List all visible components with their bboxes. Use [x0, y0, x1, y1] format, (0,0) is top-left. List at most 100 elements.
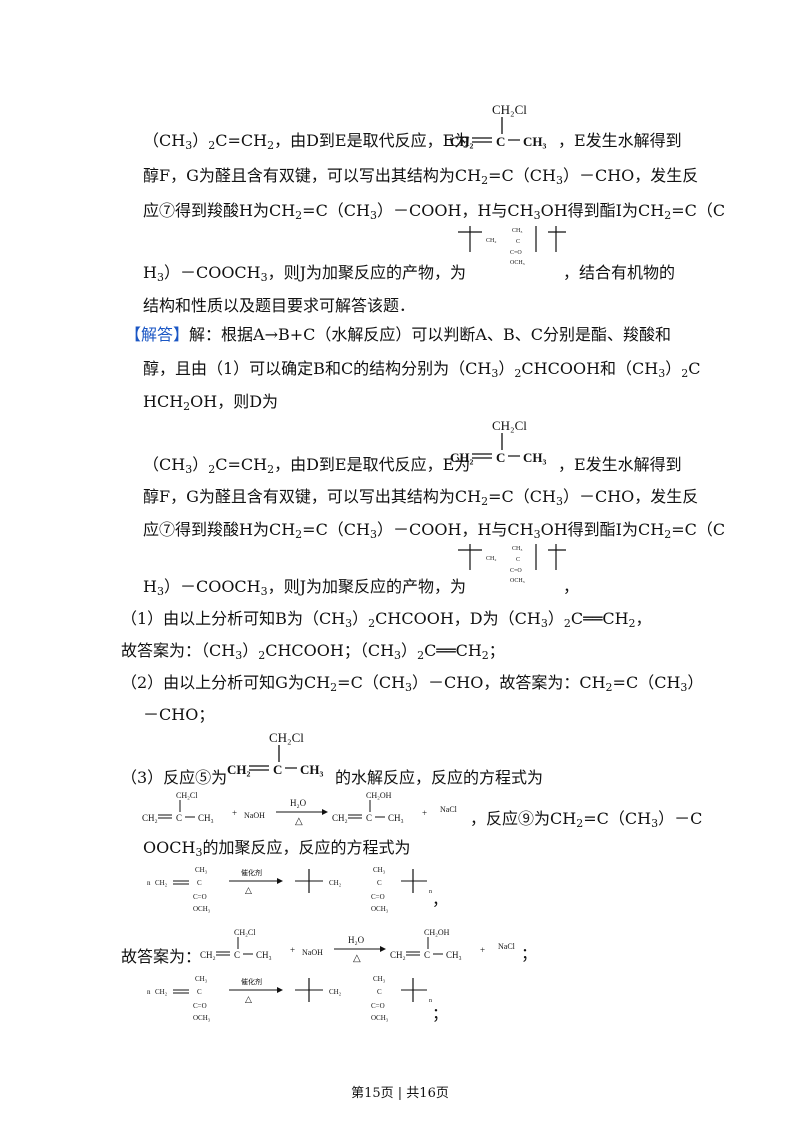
svg-text:CH₂: CH₂ [227, 762, 251, 777]
hydrolysis-equation-image: CH₂Cl CH₂ C CH₃ + NaOH H₂O △ CH₂OH CH₂ C… [200, 928, 516, 964]
polymerization-equation-image: n CH₂ CH₃ C C=O OCH₃ 催化剂 △ CH₂ CH₃ C C=O… [147, 866, 432, 913]
svg-text:CH₂: CH₂ [329, 988, 342, 996]
text-content: （1）由以上分析可知B为（CH3）2CHCOOH，D为（CH3）2C══CH2， [121, 609, 652, 630]
svg-text:CH₂OH: CH₂OH [424, 928, 450, 937]
text-line: 醇，且由（1）可以确定B和C的结构分别为（CH3）2CHCOOH和（CH3）2C [143, 359, 701, 379]
svg-text:△: △ [353, 953, 361, 964]
svg-text:CH₃: CH₃ [198, 813, 214, 823]
svg-text:+: + [480, 945, 485, 955]
svg-text:CH₃: CH₃ [256, 950, 272, 960]
svg-text:OCH₃: OCH₃ [371, 1014, 389, 1022]
svg-text:CH₃: CH₃ [523, 134, 547, 149]
svg-text:△: △ [245, 885, 252, 895]
text-line: 的水解反应，反应的方程式为 [335, 768, 543, 788]
svg-text:CH₂: CH₂ [142, 813, 158, 823]
svg-text:CH₃: CH₃ [373, 975, 386, 983]
text-content: 应⑦得到羧酸H为CH2=C（CH3）－COOH，H与CH3OH得到酯I为CH2=… [143, 201, 726, 222]
svg-text:CH₂: CH₂ [155, 988, 168, 996]
svg-text:△: △ [295, 816, 303, 827]
text-content: ，结合有机物的 [563, 263, 676, 282]
svg-text:CH₂: CH₂ [332, 813, 348, 823]
svg-text:C: C [424, 950, 430, 960]
text-content: 故答案为：（CH3）2CHCOOH；（CH3）2C══CH2； [121, 641, 505, 662]
text-content: H3）－COOCH3，则J为加聚反应的产物，为 [143, 263, 467, 284]
text-content: 醇F，G为醛且含有双键，可以写出其结构为CH2=C（CH3）－CHO，发生反 [143, 487, 699, 508]
text-content: 醇，且由（1）可以确定B和C的结构分别为（CH3）2CHCOOH和（CH3）2C [143, 359, 701, 380]
text-line: （3）反应⑤为 [121, 768, 227, 788]
answer-tag: 【解答】 [125, 325, 190, 344]
structure-e-image: CH₂Cl CH₂ C CH₃ [450, 102, 547, 149]
text-line: （2）由以上分析可知G为CH2=C（CH3）－CHO，故答案为：CH2=C（CH… [121, 673, 703, 693]
svg-text:CH₃: CH₃ [523, 450, 547, 465]
text-content: 应⑦得到羧酸H为CH2=C（CH3）－COOH，H与CH3OH得到酯I为CH2=… [143, 520, 726, 541]
text-line: OOCH3的加聚反应，反应的方程式为 [143, 838, 410, 858]
text-line: ，E发生水解得到 [558, 131, 682, 151]
svg-text:C: C [496, 450, 505, 465]
svg-text:C: C [176, 813, 182, 823]
polymer-j-image: CH₂ CH₃ C C=O OCH₃ [458, 544, 566, 584]
svg-text:OCH₃: OCH₃ [510, 578, 525, 584]
svg-text:C=O: C=O [193, 893, 207, 901]
svg-text:C=O: C=O [510, 250, 522, 256]
text-line: 应⑦得到羧酸H为CH2=C（CH3）－COOH，H与CH3OH得到酯I为CH2=… [143, 520, 725, 540]
svg-text:C: C [273, 762, 282, 777]
svg-text:CH₃: CH₃ [300, 762, 324, 777]
svg-text:CH₃: CH₃ [373, 866, 386, 874]
text-line: H3）－COOCH3，则J为加聚反应的产物，为 [143, 577, 466, 597]
svg-text:C: C [377, 879, 382, 887]
svg-text:C=O: C=O [510, 568, 522, 574]
text-line: ， [563, 577, 579, 597]
text-content: ， [432, 890, 449, 909]
svg-text:CH₃: CH₃ [195, 866, 208, 874]
hydrolysis-equation-image: CH₂Cl CH₂ C CH₃ + NaOH H₂O △ CH₂OH CH₂ C… [142, 791, 458, 827]
page-footer: 第15页 | 共16页 [351, 1086, 449, 1101]
svg-text:H₂O: H₂O [348, 935, 365, 945]
svg-text:CH₂OH: CH₂OH [366, 791, 392, 800]
svg-text:CH₃: CH₃ [195, 975, 208, 983]
svg-text:+: + [232, 808, 237, 818]
text-line: ，结合有机物的 [563, 263, 675, 283]
svg-text:NaCl: NaCl [440, 805, 458, 814]
text-content: （CH3）2C=CH2，由D到E是取代反应，E为 [143, 131, 471, 152]
text-content: 解：根据A→B+C（水解反应）可以判断A、B、C分别是酯、羧酸和 [189, 325, 671, 344]
svg-text:CH₃: CH₃ [512, 546, 522, 552]
svg-text:CH₂: CH₂ [450, 134, 474, 149]
svg-text:+: + [422, 808, 427, 818]
text-content: （2）由以上分析可知G为CH2=C（CH3）－CHO，故答案为：CH2=C（CH… [121, 673, 704, 694]
svg-text:C: C [496, 134, 505, 149]
text-line: ； [521, 944, 537, 964]
text-line: 醇F，G为醛且含有双键，可以写出其结构为CH2=C（CH3）－CHO，发生反 [143, 487, 698, 507]
polymer-j-image: CH₂ CH₃ C C=O OCH₃ [458, 226, 566, 266]
svg-text:C=O: C=O [371, 893, 385, 901]
text-content: 结构和性质以及题目要求可解答该题． [143, 296, 416, 315]
text-line: ，E发生水解得到 [558, 455, 682, 475]
text-line: （CH3）2C=CH2，由D到E是取代反应，E为 [143, 131, 470, 151]
text-line: 应⑦得到羧酸H为CH2=C（CH3）－COOH，H与CH3OH得到酯I为CH2=… [143, 201, 725, 221]
text-content: （CH3）2C=CH2，由D到E是取代反应，E为 [143, 455, 471, 476]
text-content: 故答案为： [121, 947, 202, 966]
polymerization-equation-image: n CH₂ CH₃ C C=O OCH₃ 催化剂 △ CH₂ CH₃ C C=O… [147, 975, 432, 1022]
text-line: H3）－COOCH3，则J为加聚反应的产物，为 [143, 263, 466, 283]
svg-text:CH₂Cl: CH₂Cl [269, 730, 304, 745]
svg-text:CH₃: CH₃ [446, 950, 462, 960]
svg-text:C=O: C=O [371, 1002, 385, 1010]
svg-text:NaOH: NaOH [244, 811, 265, 820]
svg-text:催化剂: 催化剂 [241, 977, 262, 986]
svg-text:n: n [147, 988, 151, 996]
svg-text:n: n [429, 889, 432, 895]
svg-text:C: C [197, 988, 202, 996]
svg-text:NaOH: NaOH [302, 948, 323, 957]
svg-text:CH₂: CH₂ [450, 450, 474, 465]
text-line: ，反应⑨为CH2=C（CH3）－C [470, 809, 702, 829]
text-content: H3）－COOCH3，则J为加聚反应的产物，为 [143, 577, 467, 598]
svg-text:催化剂: 催化剂 [241, 868, 262, 877]
svg-text:OCH₃: OCH₃ [371, 905, 389, 913]
text-content: 醇F，G为醛且含有双键，可以写出其结构为CH2=C（CH3）－CHO，发生反 [143, 166, 699, 187]
svg-text:NaCl: NaCl [498, 942, 516, 951]
text-content: HCH2OH，则D为 [143, 392, 279, 413]
svg-text:OCH₃: OCH₃ [510, 260, 525, 266]
text-content: ； [432, 1004, 449, 1023]
svg-text:n: n [147, 879, 151, 887]
svg-text:CH₃: CH₃ [388, 813, 404, 823]
svg-text:CH₂: CH₂ [329, 879, 342, 887]
